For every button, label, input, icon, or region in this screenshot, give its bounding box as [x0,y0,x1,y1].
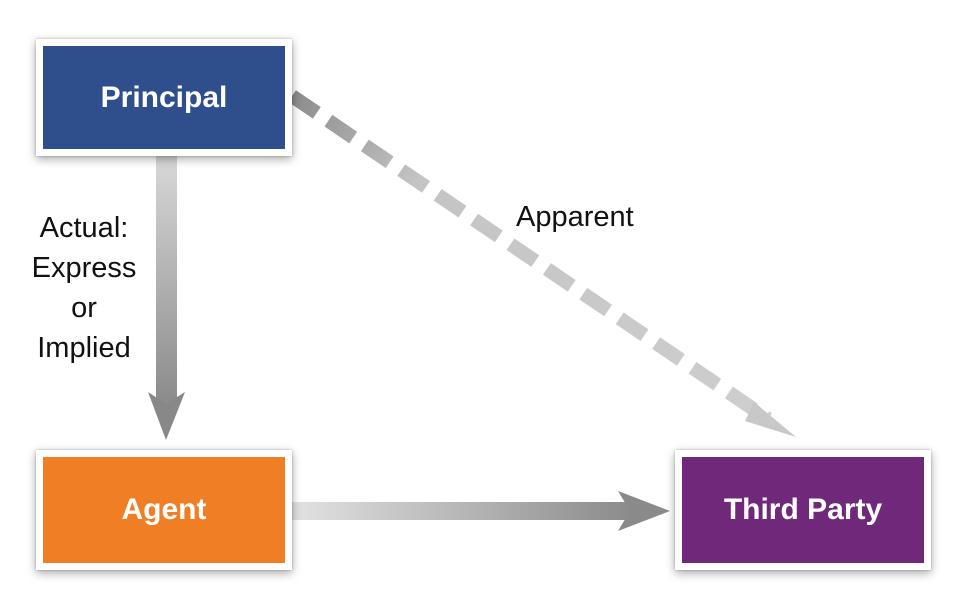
third-party-box-fill: Third Party [682,457,924,563]
third-party-box: Third Party [675,450,931,570]
principal-box-fill: Principal [43,46,285,149]
agent-arrow-head [618,491,670,531]
actual-arrow-head [148,392,185,440]
principal-label: Principal [100,80,228,114]
agent-to-third-arrow [292,491,670,531]
actual-arrow-shaft [156,156,177,406]
actual-label-line-2: Express [31,252,137,284]
third-party-label: Third Party [723,493,883,526]
apparent-authority-arrow [288,90,796,437]
agent-arrow-shaft [292,502,634,520]
agent-label: Agent [121,493,207,526]
apparent-authority-label: Apparent [516,201,634,233]
apparent-arrow-head [745,402,796,437]
actual-label-line-1: Actual: [39,212,129,244]
actual-authority-arrow [148,156,185,440]
apparent-arrow-shaft [288,90,772,425]
actual-authority-label: Actual: Express or Implied [14,208,154,368]
actual-label-line-4: Implied [37,332,131,364]
actual-label-line-3: or [71,292,97,324]
principal-box: Principal [36,39,292,156]
agent-box: Agent [36,450,292,570]
agent-box-fill: Agent [43,457,285,563]
